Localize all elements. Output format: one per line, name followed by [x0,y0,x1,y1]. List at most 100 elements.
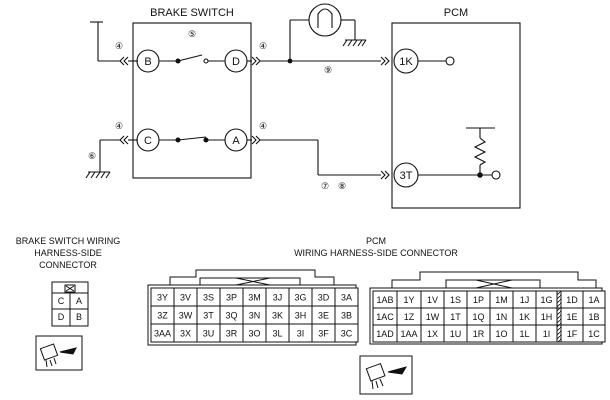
pin-b-label: B [144,56,151,68]
pcm-cell-box [334,323,359,343]
pcm-pin-label: 3A [341,293,352,303]
pcm-pin-label: 3H [295,311,307,321]
bs-cell: B [76,312,82,322]
brake-switch-schematic [90,21,252,179]
pcm-spacer-cell [556,307,562,326]
ref-switch: ⑤ [188,29,196,39]
pcm-pin-label: 1AC [376,312,394,322]
pcm-pin-label: 3E [318,311,329,321]
pcm-pin-label: 1M [495,295,508,305]
connector-arrow-icon [380,56,390,66]
pcm-spacer-cell [556,290,562,309]
pcm-pin-label: 1S [450,295,461,305]
plug-view-icon [35,335,83,371]
pcm-pin-label: 1B [588,312,599,322]
pcm-pin-label: 1W [426,312,440,322]
pcm-box [391,22,521,209]
pcm-pin-label: 3F [318,329,329,339]
lamp-icon [308,3,342,37]
pcm-pin-label: 3I [297,329,305,339]
pcm-schematic [391,22,521,209]
pcm-pin-label: 3C [341,329,353,339]
pin-3t-label: 3T [400,170,413,182]
pcm-pin-label: 3Y [157,293,168,303]
pcm-pin-label: 1AA [400,329,417,339]
brake-switch-connector [51,281,89,327]
brake-switch-connector-caption: BRAKE SWITCH WIRING HARNESS-SIDE CONNECT… [16,236,121,270]
pcm-pin-label: 1F [567,329,578,339]
pin-a-label: A [232,135,240,147]
pcm-pin-label: 3L [272,329,282,339]
schematic-labels: BRAKE SWITCH PCM B D C A 1K 3T ④ ④ ④ ④ ⑤… [88,7,468,191]
ground-icon [85,171,111,179]
ref-a: ④ [259,121,267,131]
pcm-pin-label: 1U [450,329,462,339]
ref-c: ④ [115,121,123,131]
pcm-pin-label: 1N [496,312,508,322]
ground-icon [342,39,367,47]
pcm-pin-label: 1Q [472,312,484,322]
pcm-pin-label: 1R [473,329,485,339]
ref-b: ④ [115,41,123,51]
pcm-pin-label: 1L [519,329,529,339]
pcm-pin-label: 3W [179,311,193,321]
brake-switch-title: BRAKE SWITCH [150,7,234,19]
bs-caption-line-2: HARNESS-SIDE [34,248,102,258]
pcm-pin-label: 3M [248,293,261,303]
brake-switch-box [132,22,252,179]
pcm-pin-label: 1Z [404,312,415,322]
bs-caption-line-1: BRAKE SWITCH WIRING [16,236,121,246]
connector-chevrons [119,56,390,180]
pcm-pin-label: 3D [318,293,330,303]
pcm-pin-label: 1AD [376,329,394,339]
junction-dot [287,58,293,64]
pcm-title: PCM [444,7,468,19]
pin-d-label: D [232,56,240,68]
ref-ground: ⑥ [88,151,96,161]
ref-9: ⑨ [324,65,332,75]
bs-cell: C [58,296,65,306]
pcm-pin-label: 1T [450,312,461,322]
pcm-pin-label: 3N [249,311,261,321]
pcm-pin-label: 1G [540,295,552,305]
pcm-pin-label: 1D [566,295,578,305]
pcm-pin-label: 1E [566,312,577,322]
pcm-pin-label: 1P [473,295,484,305]
connector-arrow-icon [251,135,261,145]
ref-7: ⑦ [321,181,329,191]
pcm-pin-label: 3B [341,311,352,321]
bs-cell: A [76,296,82,306]
pcm-spacer-cell [556,324,562,343]
pin-1k-terminal [445,56,455,66]
pcm-connector-caption: PCM WIRING HARNESS-SIDE CONNECTOR [294,236,458,258]
pcm-pin-label: 3Z [157,311,168,321]
pin-c-label: C [144,135,152,147]
pcm-pin-label: 3V [180,293,191,303]
pcm-pin-label: 3U [203,329,215,339]
harness-wires [247,19,381,176]
bs-cell: D [58,312,65,322]
switch-upper-contact-right [203,58,209,64]
pcm-pin-label: 1Y [403,295,414,305]
pcm-pin-label: 3K [272,311,283,321]
pcm-pin-label: 3S [203,293,214,303]
pin-3t-terminal [491,170,501,180]
pcm-pin-label: 1K [519,312,530,322]
pcm-pin-label: 3J [273,293,283,303]
pcm-pin-label: 3G [294,293,306,303]
pcm-pin-label: 3Q [225,311,237,321]
brake-switch-connector-cells: C A D B [58,296,82,322]
pcm-pin-label: 1V [427,295,438,305]
pcm-pin-label: 3AA [154,329,171,339]
pcm-pin-label: 1A [588,295,599,305]
pcm-pin-label: 3R [226,329,238,339]
connector-arrow-icon [380,170,390,180]
pcm-pin-label: 1O [495,329,507,339]
pcm-caption-line-1: PCM [366,236,386,246]
switch-lower-contact-right [203,137,209,143]
pcm-pin-label: 3X [180,329,191,339]
pcm-pin-label: 3P [226,293,237,303]
